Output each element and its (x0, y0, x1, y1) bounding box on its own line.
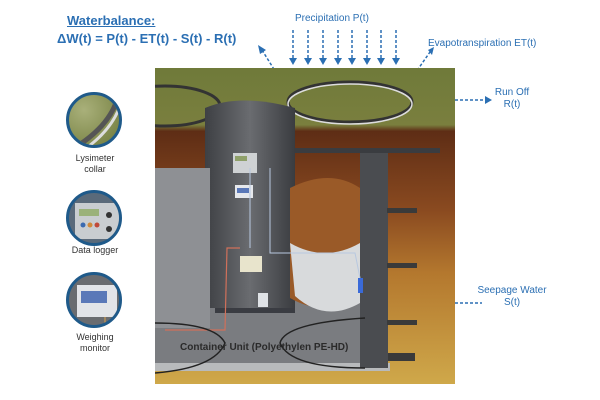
runoff-symbol: R(t) (503, 99, 521, 110)
component-label-line: Weighing (76, 332, 114, 342)
weighing-monitor-label: Weighing monitor (55, 332, 135, 354)
container-wall-right (360, 153, 388, 368)
lysimeter-vessel-left (155, 168, 210, 328)
lysimeter-collar-label: Lysimeter collar (55, 153, 135, 175)
seepage-label: Seepage Water S(t) (477, 285, 547, 309)
waterbalance-formula: ΔW(t) = P(t) - ET(t) - S(t) - R(t) (57, 31, 237, 46)
container-unit-caption: Container Unit (Polyethylen PE-HD) (180, 342, 349, 353)
lysimeter-illustration (155, 68, 455, 384)
weighing-monitor-thumbnail (66, 272, 122, 328)
evapotranspiration-label: Evapotranspiration ET(t) (428, 38, 537, 49)
component-label-line: collar (84, 164, 106, 174)
runoff-text: Run Off (494, 87, 530, 98)
data-logger-label: Data logger (71, 245, 119, 255)
waterbalance-title: Waterbalance: (67, 13, 156, 28)
runoff-label: Run Off R(t) (492, 87, 532, 111)
component-label-line: monitor (79, 343, 110, 353)
seepage-symbol: S(t) (503, 297, 521, 308)
lysimeter-station-diagram (155, 68, 455, 384)
data-logger-thumbnail (66, 190, 122, 246)
seepage-text: Seepage Water (477, 285, 547, 296)
lysimeter-collar-thumbnail (66, 92, 122, 148)
collection-tank (240, 256, 262, 272)
precipitation-label: Precipitation P(t) (295, 13, 369, 24)
component-label-line: Lysimeter (75, 153, 115, 163)
